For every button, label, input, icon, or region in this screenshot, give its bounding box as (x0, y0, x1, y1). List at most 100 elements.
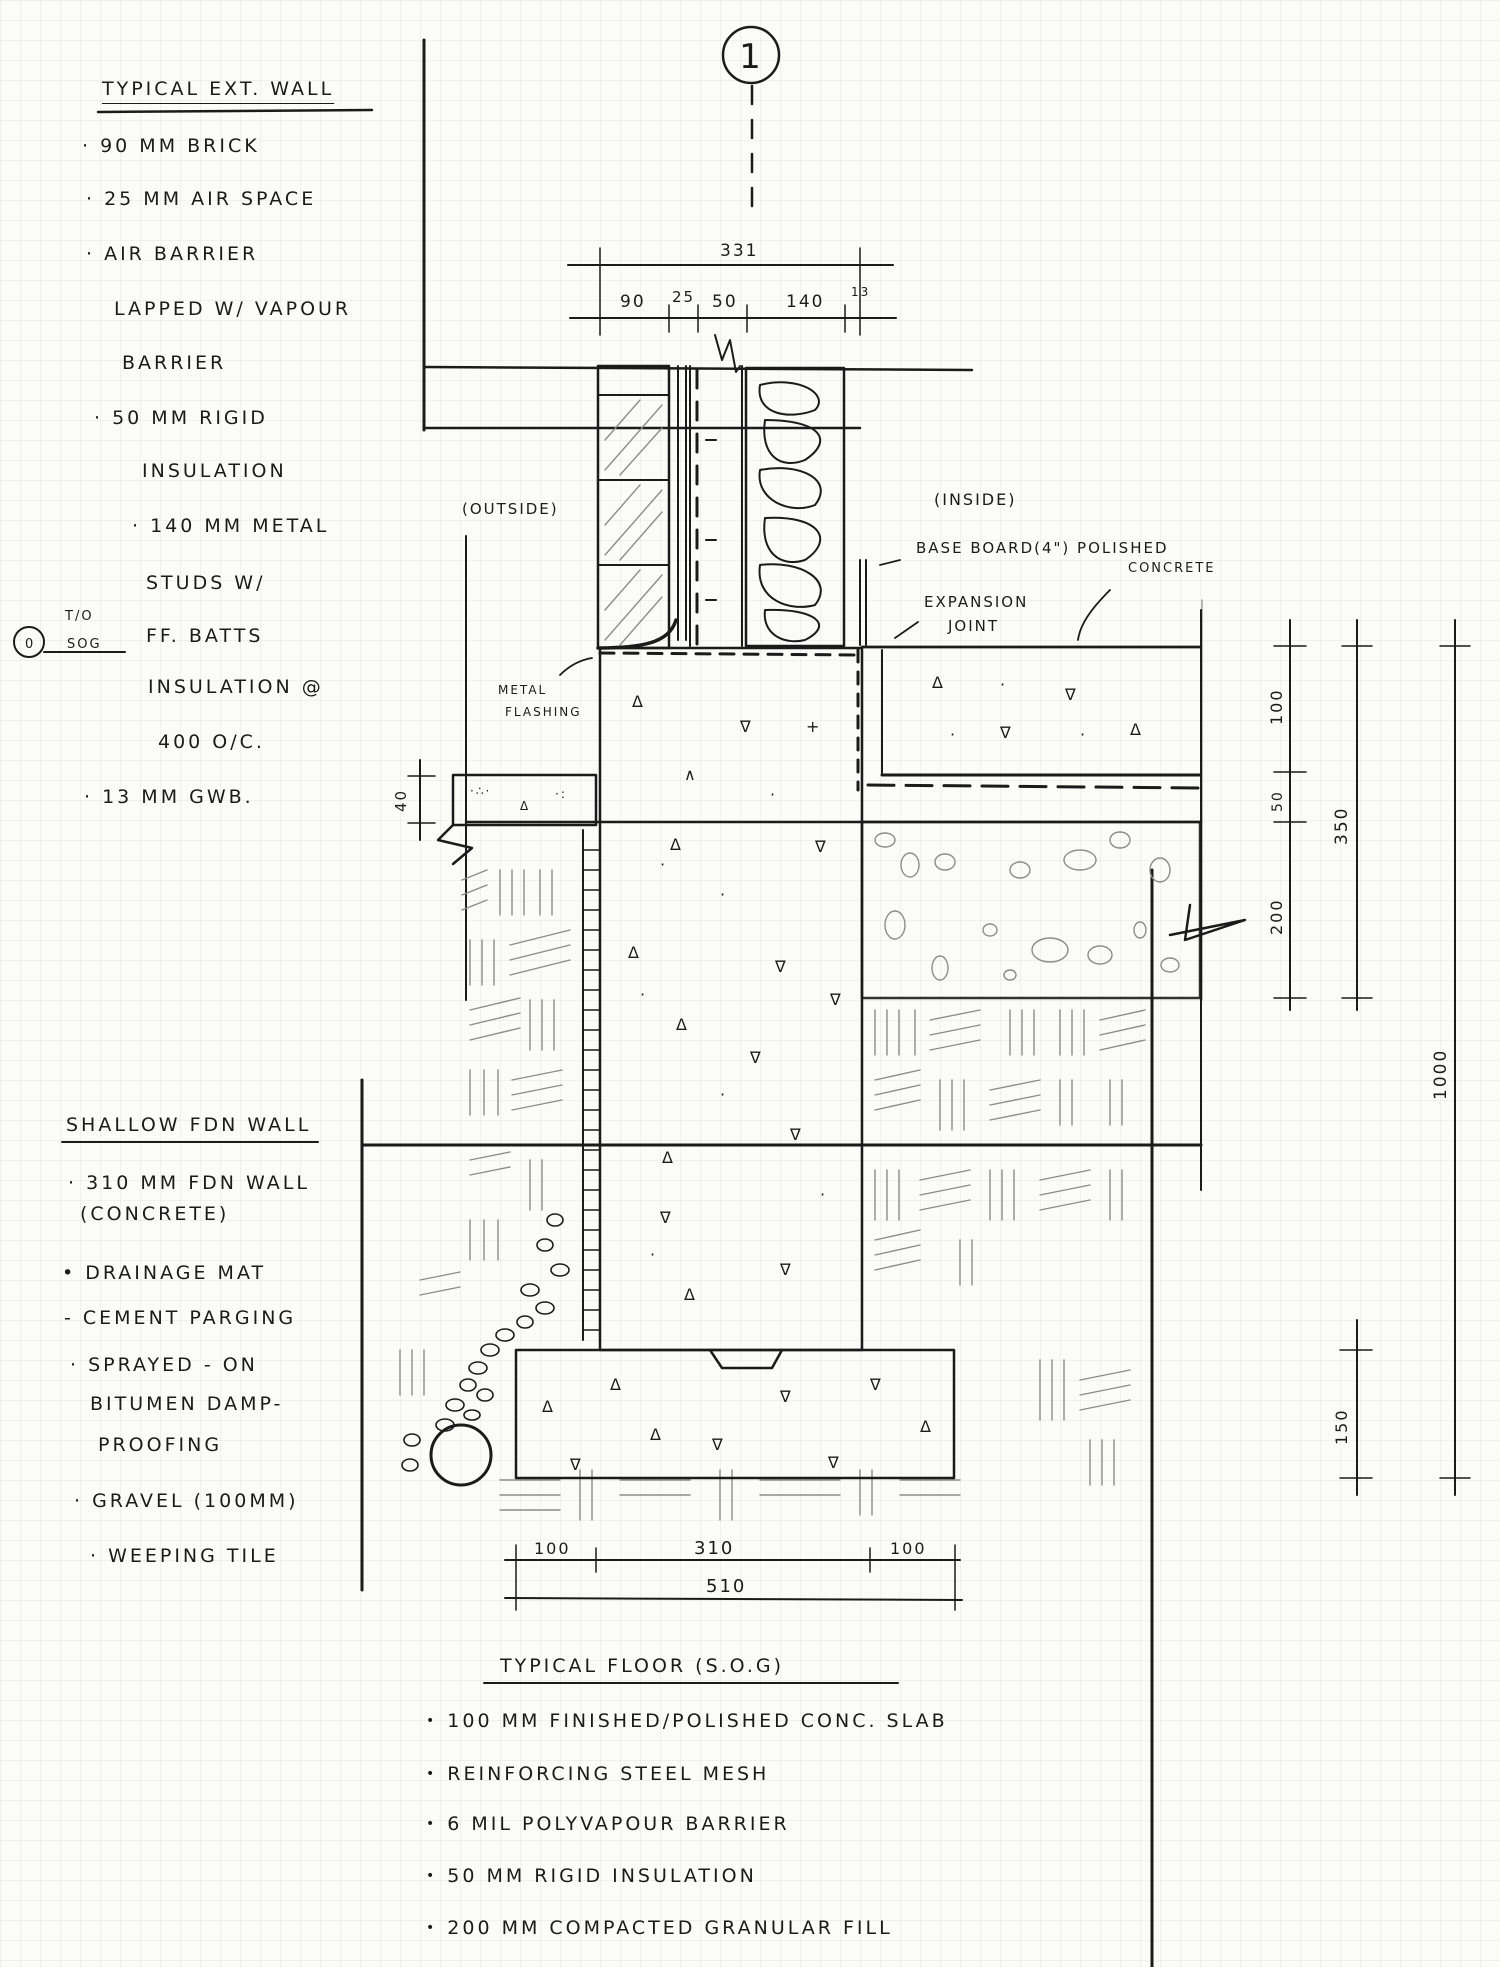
air-space-and-rigid-insulation (677, 334, 743, 648)
dim-gwb: 13 (851, 285, 870, 299)
ext-wall-item-12: 400 O/C. (158, 731, 265, 753)
dim-parging: 40 (392, 789, 410, 812)
fdn-wall-item-3: • DRAINAGE MAT (62, 1262, 267, 1284)
svg-text:∇: ∇ (999, 723, 1013, 742)
svg-text:∇: ∇ (1064, 685, 1078, 704)
svg-text:∇: ∇ (829, 990, 843, 1009)
grid-bubble: 1 (721, 25, 781, 212)
dim-floor-total: 350 (1332, 807, 1352, 845)
ext-wall-item-4: LAPPED W/ VAPOUR (114, 298, 352, 320)
dim-footing-total: 510 (706, 1576, 746, 1597)
dim-brick: 90 (620, 292, 646, 312)
ext-wall-item-13: · 13 MM GWB. (84, 786, 254, 808)
fdn-wall-item-5: · SPRAYED - ON (70, 1354, 258, 1376)
svg-text:∇: ∇ (789, 1125, 803, 1144)
svg-text:∇: ∇ (774, 957, 788, 976)
dim-air: 25 (672, 288, 695, 306)
svg-text:·: · (770, 785, 777, 804)
ext-wall-item-8: · 140 MM METAL (132, 515, 330, 537)
svg-text:Δ: Δ (932, 673, 945, 692)
label-tos: T/O (64, 609, 94, 624)
svg-text:∇: ∇ (711, 1435, 725, 1454)
dim-wall-width: 310 (694, 1538, 734, 1559)
svg-text:·: · (950, 725, 957, 744)
svg-text:Δ: Δ (670, 835, 683, 854)
fdn-wall-item-7: PROOFING (98, 1434, 223, 1456)
slab-on-grade: Δ∇∇ Δ·· · (860, 645, 1202, 790)
svg-text:·: · (640, 985, 647, 1004)
svg-text:Δ: Δ (628, 943, 641, 962)
floor-item-3: 6 MIL POLYVAPOUR BARRIER (426, 1813, 790, 1835)
top-dimensions: 331 90 25 50 140 13 (567, 241, 897, 336)
floor-item-4: 50 MM RIGID INSULATION (426, 1865, 757, 1887)
svg-text:·: · (660, 855, 667, 874)
svg-text:·: · (1080, 725, 1087, 744)
ext-wall-title: TYPICAL EXT. WALL (102, 78, 335, 100)
label-outside: (OUTSIDE) (462, 500, 559, 518)
floor-item-1: 100 MM FINISHED/POLISHED CONC. SLAB (426, 1710, 948, 1732)
fdn-wall-item-8: · GRAVEL (100MM) (74, 1490, 299, 1512)
stud-batt-insulation (744, 366, 867, 648)
interior-soil-hatch (874, 1009, 1146, 1486)
floor-item-5: 200 MM COMPACTED GRANULAR FILL (426, 1917, 893, 1939)
dim-rigid: 50 (712, 292, 738, 312)
label-metal-flashing-1: METAL (498, 683, 547, 697)
svg-text:Δ: Δ (520, 799, 530, 813)
dim-fill: 200 (1267, 898, 1286, 935)
floor-title: TYPICAL FLOOR (S.O.G) (500, 1655, 785, 1677)
svg-text:∧: ∧ (684, 765, 698, 784)
ext-wall-item-5: BARRIER (122, 352, 227, 374)
svg-text:∇: ∇ (749, 1048, 763, 1067)
svg-text:∇: ∇ (827, 1453, 841, 1472)
svg-text:∇: ∇ (814, 837, 828, 856)
footing-dimensions: 100 310 100 510 (504, 1538, 963, 1611)
svg-text:∇: ∇ (659, 1208, 673, 1227)
exterior-soil-hatch (399, 869, 961, 1521)
svg-text:Δ: Δ (542, 1397, 555, 1416)
fdn-wall-item-2: (CONCRETE) (80, 1203, 230, 1225)
svg-text:∇: ∇ (739, 717, 753, 736)
svg-text:Δ: Δ (650, 1425, 663, 1444)
svg-text:+: + (806, 717, 821, 736)
foundation-wall: Δ∇+ Δ∇Δ ∇∇Δ ∇∇Δ ∇∇Δ ∧·· ··· ·· (598, 646, 864, 1352)
ext-wall-item-6: · 50 MM RIGID (94, 407, 268, 429)
svg-text:·: · (820, 1185, 827, 1204)
svg-text:Δ: Δ (920, 1417, 933, 1436)
label-expansion-joint-1: EXPANSION (924, 593, 1028, 611)
gravel-and-weeping-tile (401, 1213, 570, 1487)
dim-slab: 100 (1267, 688, 1286, 725)
tos-bubble-number: 0 (25, 637, 35, 652)
dim-footing-depth: 150 (1332, 1408, 1351, 1445)
label-inside: (INSIDE) (934, 490, 1016, 509)
parging-dimension: 40 (392, 759, 436, 841)
floor-item-2: REINFORCING STEEL MESH (426, 1763, 769, 1785)
svg-text:∇: ∇ (779, 1387, 793, 1406)
label-polished-concrete: CONCRETE (1128, 561, 1216, 576)
rigid-insulation-and-fill (860, 820, 1247, 1000)
svg-text:∇: ∇ (779, 1260, 793, 1279)
note-rules (61, 108, 899, 1684)
svg-text:·:: ·: (555, 787, 567, 801)
label-sog: SOG (67, 637, 102, 652)
brick-veneer (596, 364, 671, 650)
svg-text:Δ: Δ (632, 692, 645, 711)
svg-text:Δ: Δ (610, 1375, 623, 1394)
footing: Δ∇∇ Δ∇∇ ∇ΔΔ (514, 1348, 956, 1480)
fdn-wall-item-1: · 310 MM FDN WALL (68, 1172, 310, 1194)
border-lines (360, 38, 1203, 1967)
fdn-wall-item-6: BITUMEN DAMP- (90, 1393, 284, 1415)
svg-text:Δ: Δ (1130, 720, 1143, 739)
dim-footing-right: 100 (890, 1539, 927, 1558)
ext-wall-item-9: STUDS W/ (146, 572, 266, 594)
svg-text:Δ: Δ (684, 1285, 697, 1304)
svg-text:·∴·: ·∴· (470, 784, 491, 798)
svg-text:∇: ∇ (569, 1455, 583, 1474)
reference-lines (360, 365, 1203, 1147)
label-expansion-joint-2: JOINT (947, 617, 999, 635)
ext-wall-item-1: · 90 MM BRICK (82, 135, 260, 157)
dim-overall: 1000 (1431, 1049, 1451, 1100)
grid-ref-label: 1 (739, 37, 763, 77)
svg-text:·: · (650, 1245, 657, 1264)
dim-stud: 140 (786, 292, 824, 312)
